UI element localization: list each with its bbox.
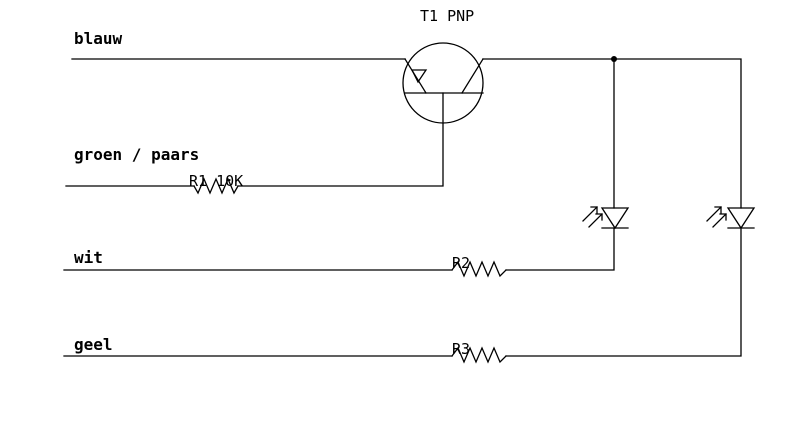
resistor-r3: [451, 346, 507, 364]
wire-collector-bus: [482, 58, 742, 209]
led-1-light-arrows-icon: [582, 206, 603, 228]
wire-base: [237, 92, 444, 187]
transistor-collector: [461, 58, 484, 94]
led-2-light-arrows-icon: [706, 206, 727, 228]
resistor-r3-label: R3: [452, 340, 470, 358]
junction-dot: [611, 56, 617, 62]
led-1-triangle: [600, 207, 630, 230]
net-label-blauw: blauw: [74, 29, 123, 48]
wire-led1-cathode: [505, 227, 615, 271]
led-2-triangle: [726, 207, 756, 230]
net-label-geel: geel: [74, 335, 113, 354]
resistor-r1-label: R1 10K: [189, 172, 243, 190]
net-label-wit: wit: [74, 248, 103, 267]
resistor-r2: [451, 260, 507, 278]
led-2: [706, 206, 756, 230]
resistor-r1: [193, 177, 239, 195]
net-label-groen-paars: groen / paars: [74, 145, 199, 164]
transistor-emitter-arrow: [410, 69, 428, 84]
led-1: [582, 206, 630, 230]
transistor-label: T1 PNP: [420, 7, 474, 25]
wire-led2-cathode: [505, 227, 742, 357]
resistor-r2-label: R2: [452, 254, 470, 272]
